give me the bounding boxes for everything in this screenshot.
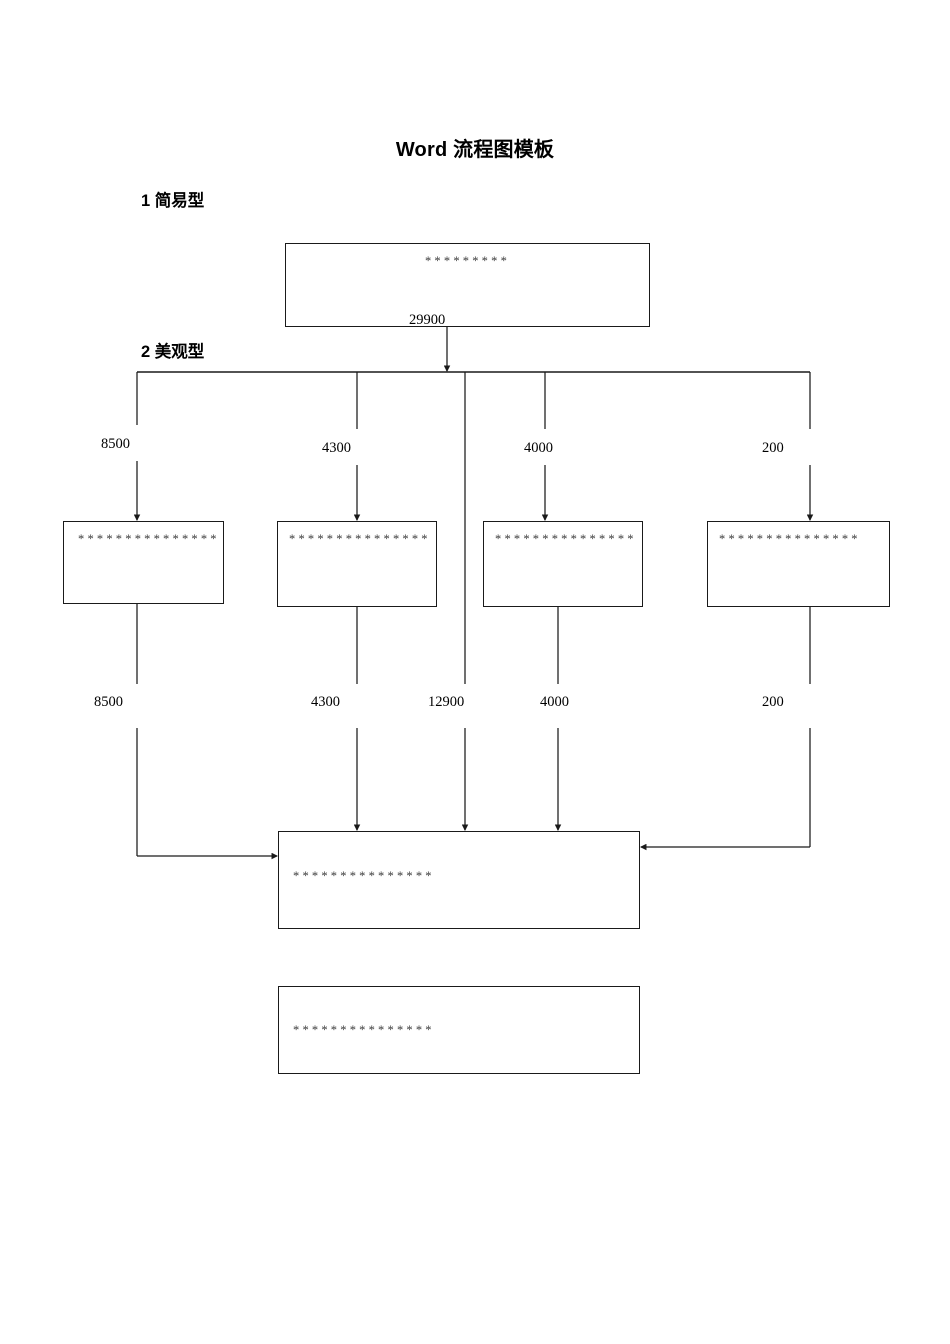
node-branch-1-label: ***************: [78, 532, 220, 546]
edge-label-row2-4300: 4300: [311, 694, 340, 710]
node-tail-label: ***************: [293, 1023, 435, 1037]
node-branch-4-label: ***************: [719, 532, 861, 546]
edge-label-row2-200: 200: [762, 694, 784, 710]
node-merge-label: ***************: [293, 869, 435, 883]
node-merge[interactable]: ***************: [278, 831, 640, 929]
edge-label-row2-12900: 12900: [428, 694, 465, 710]
node-tail[interactable]: ***************: [278, 986, 640, 1074]
page-title: Word 流程图模板: [395, 139, 555, 161]
node-branch-2-label: ***************: [289, 532, 431, 546]
node-branch-1[interactable]: ***************: [63, 521, 224, 604]
node-branch-3-label: ***************: [495, 532, 637, 546]
node-branch-4[interactable]: ***************: [707, 521, 890, 607]
edge-label-row2-8500: 8500: [94, 694, 123, 710]
edge-label-root-total: 29900: [409, 312, 446, 328]
node-branch-3[interactable]: ***************: [483, 521, 643, 607]
section-heading-simple: 1 简易型: [141, 192, 205, 210]
node-branch-2[interactable]: ***************: [277, 521, 437, 607]
node-root[interactable]: *********: [285, 243, 650, 327]
section-heading-pretty: 2 美观型: [141, 343, 205, 361]
edge-label-row2-4000: 4000: [540, 694, 569, 710]
edge-label-row1-200: 200: [762, 440, 784, 456]
edge-label-row1-4300: 4300: [322, 440, 351, 456]
node-root-label: *********: [424, 254, 511, 268]
edge-label-row1-8500: 8500: [101, 436, 130, 452]
edge-label-row1-4000: 4000: [524, 440, 553, 456]
